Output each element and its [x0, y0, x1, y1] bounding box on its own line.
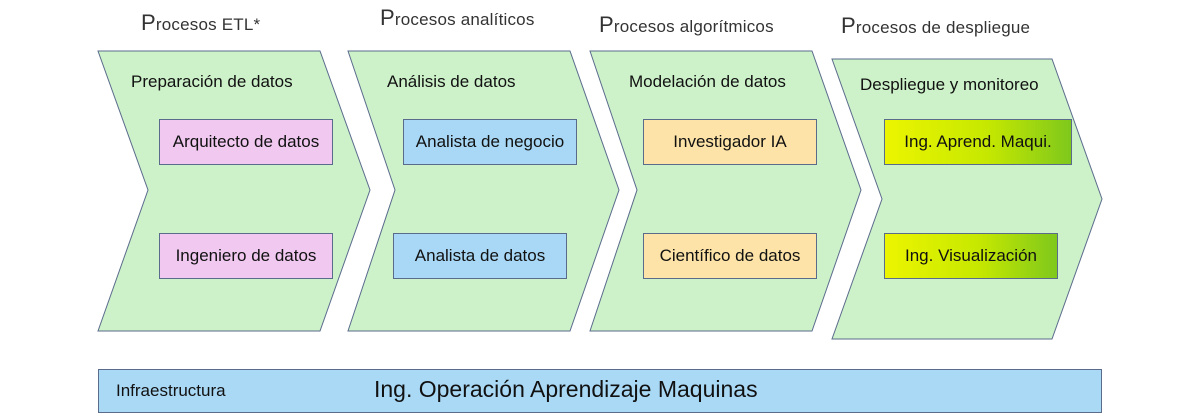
chevron-analytics — [347, 50, 620, 332]
phase-header-etl: Procesos ETL* — [141, 10, 261, 35]
role-box-ai-researcher: Investigador IA — [643, 119, 817, 165]
stage-label-deployment: Despliegue y monitoreo — [860, 75, 1039, 94]
stage-label-modeling: Modelación de datos — [629, 72, 786, 91]
chevron-etl — [97, 50, 371, 332]
phase-header-deployment: Procesos de despliegue — [841, 13, 1031, 38]
infrastructure-bar — [98, 369, 1102, 413]
chevron-algorithmic — [589, 50, 862, 332]
role-box-data-analyst: Analista de datos — [393, 233, 567, 279]
phase-header-analytics: Procesos analíticos — [380, 5, 535, 30]
role-box-data-architect: Arquitecto de datos — [159, 119, 333, 165]
stage-label-analysis: Análisis de datos — [387, 72, 516, 91]
phase-header-algorithmic: Procesos algorítmicos — [599, 12, 774, 37]
role-box-visualization-engineer: Ing. Visualización — [884, 233, 1058, 279]
role-box-ml-engineer: Ing. Aprend. Maqui. — [884, 119, 1072, 165]
infrastructure-label: Infraestructura — [116, 381, 226, 400]
infrastructure-role: Ing. Operación Aprendizaje Maquinas — [374, 376, 758, 402]
stage-label-preparation: Preparación de datos — [131, 72, 293, 91]
role-box-data-scientist: Científico de datos — [643, 233, 817, 279]
role-box-data-engineer: Ingeniero de datos — [159, 233, 333, 279]
chevron-deployment — [831, 58, 1103, 340]
role-box-business-analyst: Analista de negocio — [403, 119, 577, 165]
